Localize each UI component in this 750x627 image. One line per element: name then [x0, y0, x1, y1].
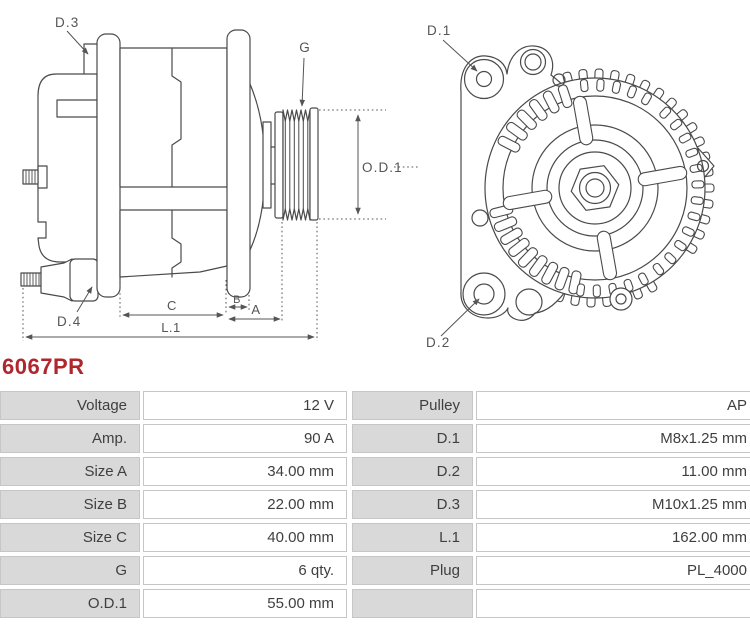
spec-label — [352, 589, 473, 618]
alternator-side-view: D.3 G O.D.1 D.4 C B A L.1 — [20, 15, 420, 341]
spec-label: G — [0, 556, 140, 585]
spec-value: M8x1.25 mm — [476, 424, 750, 453]
spec-value: AP — [476, 391, 750, 420]
spec-value: 55.00 mm — [143, 589, 347, 618]
spec-label: Plug — [352, 556, 473, 585]
spec-table: Voltage 12 V Pulley AP Amp. 90 A D.1 M8x… — [0, 391, 750, 622]
dim-label-d3: D.3 — [55, 15, 79, 30]
spec-value — [476, 589, 750, 618]
dim-label-l1: L.1 — [161, 320, 181, 335]
spec-label: Amp. — [0, 424, 140, 453]
dim-label-a: A — [251, 302, 260, 317]
part-number: 6067PR — [2, 354, 85, 379]
spec-label: Size B — [0, 490, 140, 519]
dim-label-b: B — [233, 294, 241, 306]
dim-label-d4: D.4 — [57, 314, 81, 329]
spec-label: D.2 — [352, 457, 473, 486]
dim-label-g: G — [299, 40, 311, 55]
spec-label: Size C — [0, 523, 140, 552]
spec-label: O.D.1 — [0, 589, 140, 618]
spec-label: Size A — [0, 457, 140, 486]
spec-value: PL_4000 — [476, 556, 750, 585]
spec-value: 40.00 mm — [143, 523, 347, 552]
spec-value: 34.00 mm — [143, 457, 347, 486]
spec-label: D.1 — [352, 424, 473, 453]
dim-label-c: C — [167, 298, 177, 313]
alternator-front-view: D.1 D.2 — [426, 23, 715, 350]
dim-label-d2: D.2 — [426, 335, 450, 350]
spec-row: Size A 34.00 mm D.2 11.00 mm — [0, 457, 750, 486]
spec-value: 162.00 mm — [476, 523, 750, 552]
spec-row: Amp. 90 A D.1 M8x1.25 mm — [0, 424, 750, 453]
spec-row: Size B 22.00 mm D.3 M10x1.25 mm — [0, 490, 750, 519]
spec-label: D.3 — [352, 490, 473, 519]
spec-row: Voltage 12 V Pulley AP — [0, 391, 750, 420]
spec-label: L.1 — [352, 523, 473, 552]
spec-label: Pulley — [352, 391, 473, 420]
alternator-technical-drawing: D.3 G O.D.1 D.4 C B A L.1 — [20, 15, 715, 350]
spec-label: Voltage — [0, 391, 140, 420]
dim-label-od1: O.D.1 — [362, 160, 403, 175]
dim-label-d1: D.1 — [427, 23, 451, 38]
spec-value: 12 V — [143, 391, 347, 420]
spec-value: 11.00 mm — [476, 457, 750, 486]
spec-row: G 6 qty. Plug PL_4000 — [0, 556, 750, 585]
spec-value: 90 A — [143, 424, 347, 453]
spec-row: Size C 40.00 mm L.1 162.00 mm — [0, 523, 750, 552]
spec-value: M10x1.25 mm — [476, 490, 750, 519]
spec-value: 22.00 mm — [143, 490, 347, 519]
spec-value: 6 qty. — [143, 556, 347, 585]
spec-row: O.D.1 55.00 mm — [0, 589, 750, 618]
